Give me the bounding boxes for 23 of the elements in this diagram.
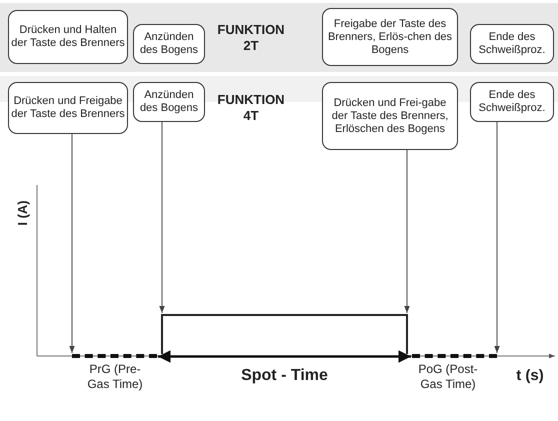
arrow (69, 134, 75, 354)
axis-label: I (A) (15, 199, 31, 228)
axis-label: t (s) (515, 367, 545, 385)
event-box: Drücken und Frei-gabe der Taste des Brenners, Erlöschen des Bogens (322, 82, 458, 150)
arrow (159, 122, 165, 314)
event-box: Ende des Schweißproz. (470, 82, 554, 122)
event-box: Anzünden des Bogens (133, 82, 205, 122)
current-pulse (161, 314, 408, 354)
arrow (158, 350, 411, 363)
event-box: Anzünden des Bogens (133, 24, 205, 64)
arrow (404, 150, 410, 314)
function-label: FUNKTION 4T (216, 92, 286, 124)
event-box: Ende des Schweißproz. (470, 24, 554, 64)
arrow (494, 122, 500, 354)
dashed-gas-bar (412, 354, 497, 358)
dashed-gas-bar (72, 354, 157, 358)
event-box: Drücken und Freigabe der Taste des Brenners (8, 82, 128, 134)
function-label: FUNKTION 2T (216, 22, 286, 54)
phase-label: PoG (Post-Gas Time) (418, 362, 478, 392)
edge-label: Spot - Time (240, 366, 329, 384)
event-box: Freigabe der Taste des Brenners, Erlös-chen des Bogens (322, 8, 458, 66)
event-box: Drücken und Halten der Taste des Brenners (8, 10, 128, 64)
phase-label: PrG (Pre-Gas Time) (86, 362, 144, 392)
